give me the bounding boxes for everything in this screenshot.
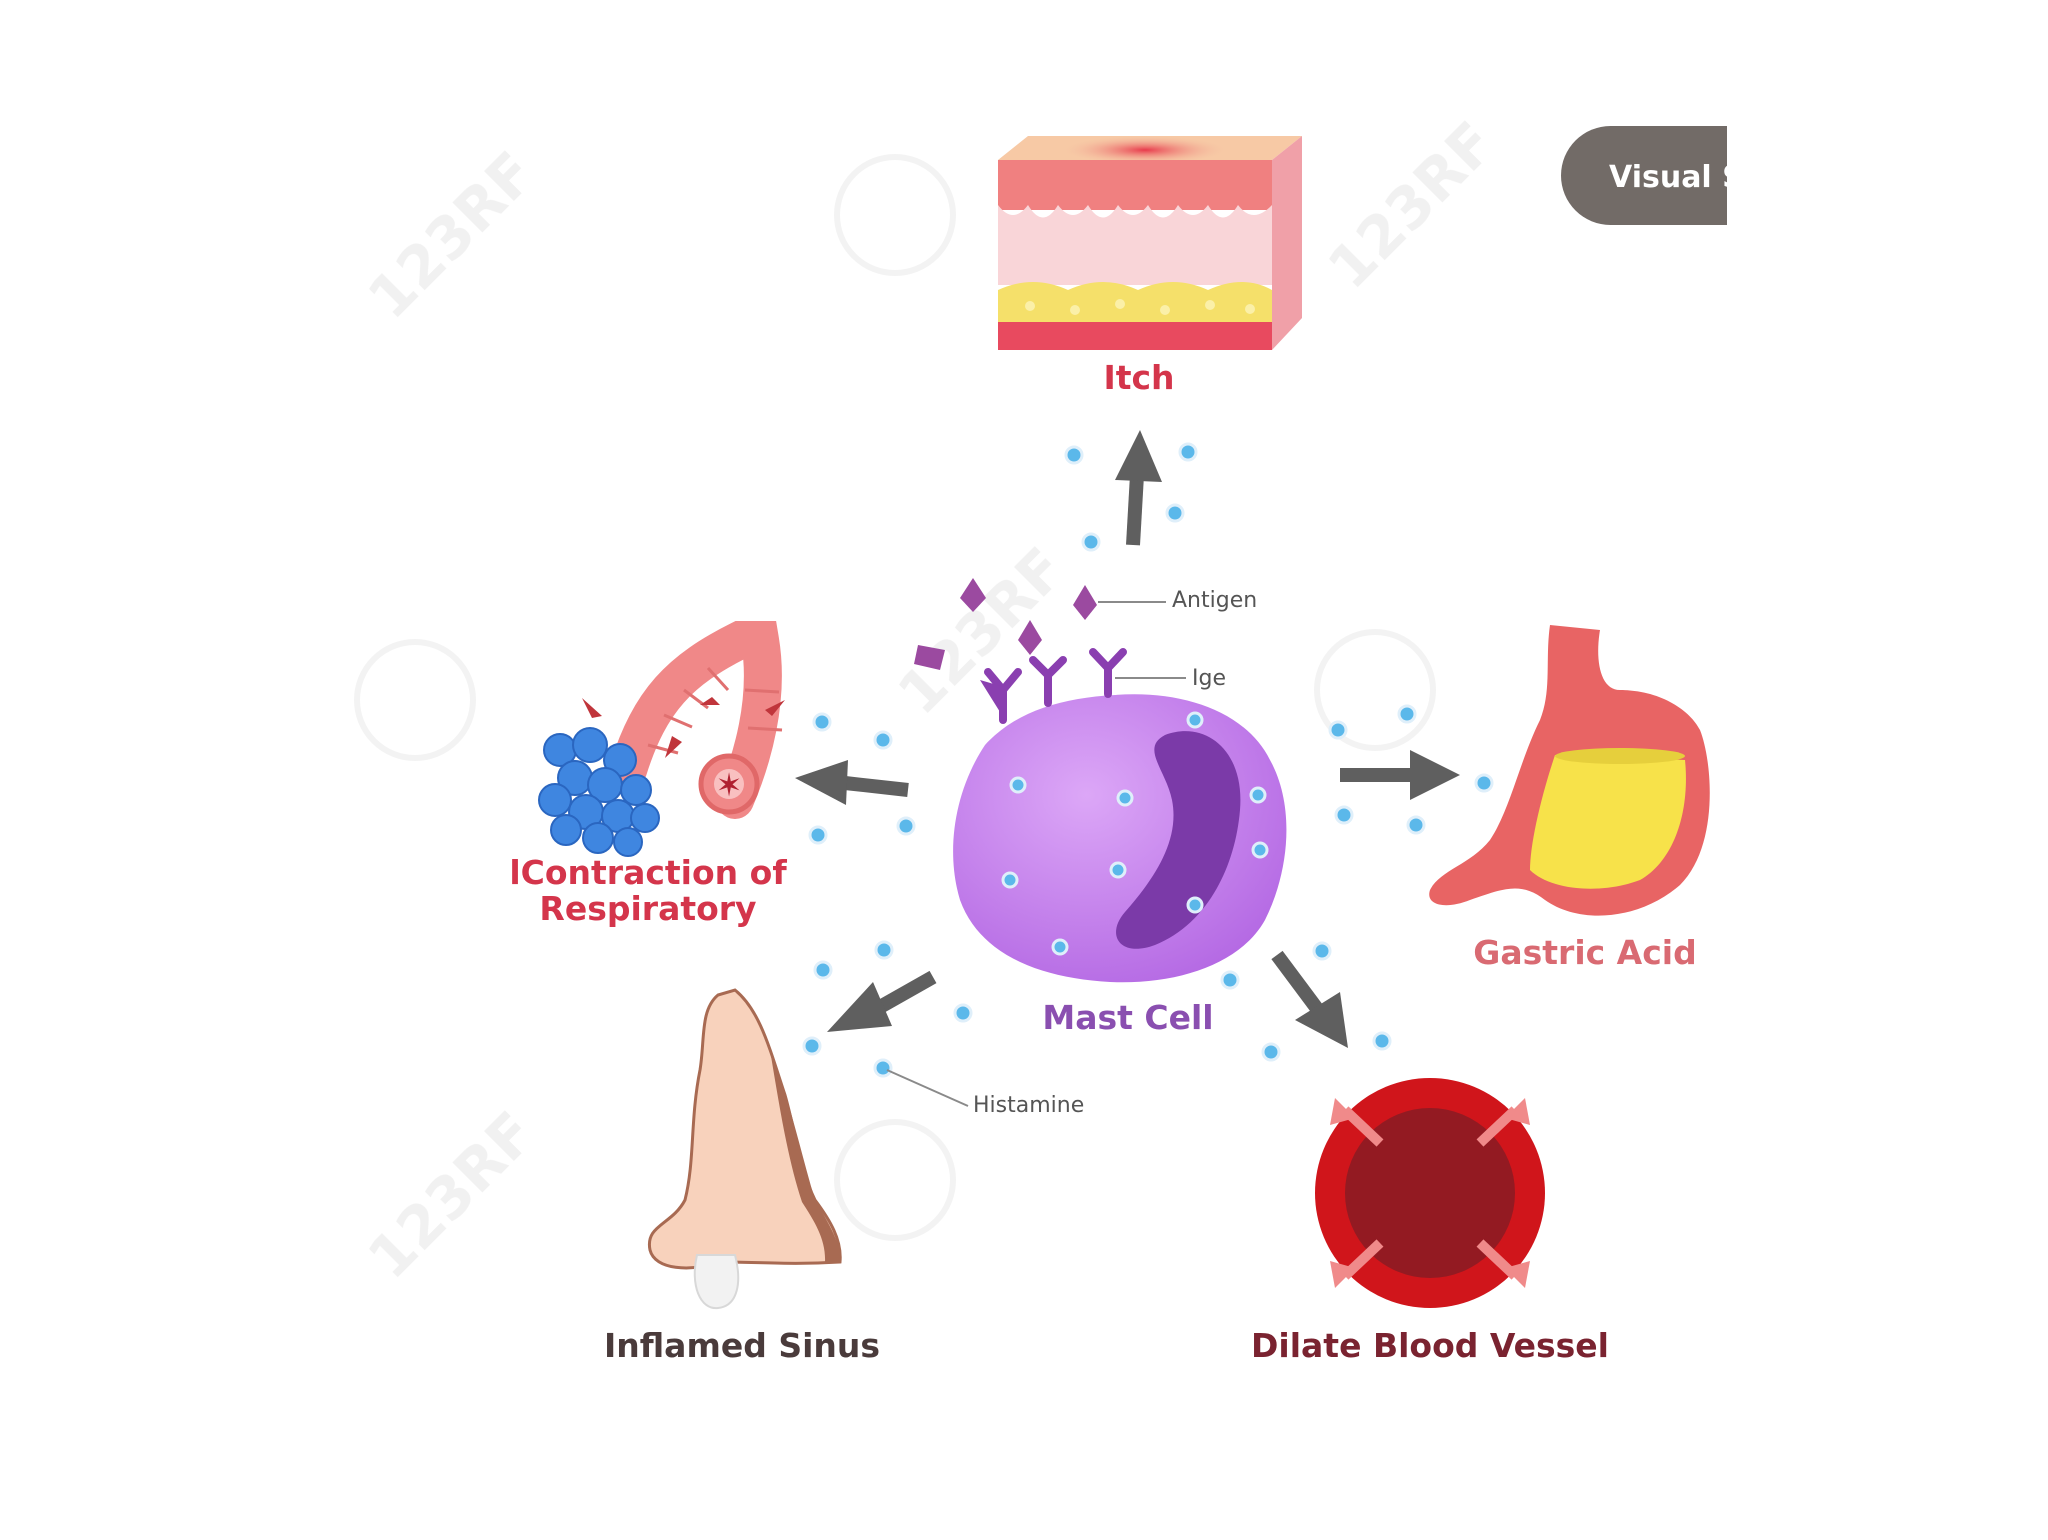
camera-icon (834, 154, 956, 276)
ige-label: Ige (1192, 666, 1226, 691)
skin-dermis (998, 205, 1272, 285)
antigens (914, 578, 1097, 670)
skin-muscle (998, 322, 1272, 350)
stomach-illustration (1429, 625, 1710, 916)
skin-side (1272, 136, 1302, 350)
camera-icon (1314, 629, 1436, 751)
respiratory-label-line-2: Respiratory (539, 889, 757, 928)
vessel-lumen (1345, 1108, 1515, 1278)
arrow-to-vessel (1271, 950, 1324, 1017)
itch-label: Itch (1103, 358, 1175, 397)
nose-shape (647, 988, 842, 1270)
camera-icon (834, 1119, 956, 1241)
runny-nose-drop (693, 1254, 740, 1310)
antigen-label: Antigen (1172, 588, 1258, 613)
ige-bound-antigen (980, 680, 1008, 712)
ige-receptors (984, 648, 1127, 724)
nose-illustration (647, 988, 842, 1310)
rash-spot (1065, 136, 1225, 164)
histamine-leader (886, 1069, 969, 1107)
mast-cell-nucleus (1116, 731, 1241, 949)
arrow-to-itch (1126, 467, 1144, 546)
respiratory-illustration: ✶ (538, 621, 785, 857)
inflamed-sinus-label: Inflamed Sinus (603, 1326, 881, 1365)
fat-cells (1025, 299, 1255, 315)
histamine-label: Histamine (973, 1093, 1085, 1118)
gastric-acid-label: Gastric Acid (1473, 933, 1697, 972)
airway-lumen (714, 769, 744, 799)
arrow-heads (795, 430, 1460, 1048)
gastric-acid-surface (1555, 748, 1685, 764)
respiratory-label: lContraction of Respiratory (509, 855, 786, 927)
watermark-camera-icons (354, 154, 1436, 1241)
skin-epidermis (998, 160, 1272, 210)
visual-search-button[interactable]: Visual S (1561, 126, 1727, 225)
stomach-interior (1530, 755, 1686, 889)
airway-constriction-icon: ✶ (716, 766, 743, 804)
skin-fat (998, 282, 1272, 322)
watermark: 123RF (355, 1099, 548, 1292)
nose-shadow (770, 1050, 841, 1262)
dilate-blood-vessel-label: Dilate Blood Vessel (1251, 1326, 1609, 1365)
released-histamine (802, 442, 1494, 1078)
arrow-to-sinus (873, 970, 937, 1014)
constriction-arrows (582, 697, 785, 758)
dilation-arrow-shafts (1341, 1106, 1519, 1280)
mast-cell-label: Mast Cell (1042, 998, 1214, 1037)
skin-illustration (998, 136, 1302, 350)
visual-search-label: Visual S (1609, 160, 1727, 195)
watermark: 123RF (1315, 109, 1508, 302)
effect-arrows (837, 467, 1423, 1017)
mast-cell (953, 694, 1287, 983)
bronchiole-tube (609, 621, 782, 819)
blood-vessel-illustration (1315, 1078, 1545, 1308)
alveoli-cluster (538, 727, 660, 857)
watermark: 123RF (355, 139, 548, 332)
histamine-granules (1001, 711, 1269, 956)
camera-icon (354, 639, 476, 761)
arrow-to-respiratory (837, 776, 909, 797)
respiratory-label-line-1: lContraction of (509, 853, 787, 892)
leader-lines (886, 601, 1186, 1107)
